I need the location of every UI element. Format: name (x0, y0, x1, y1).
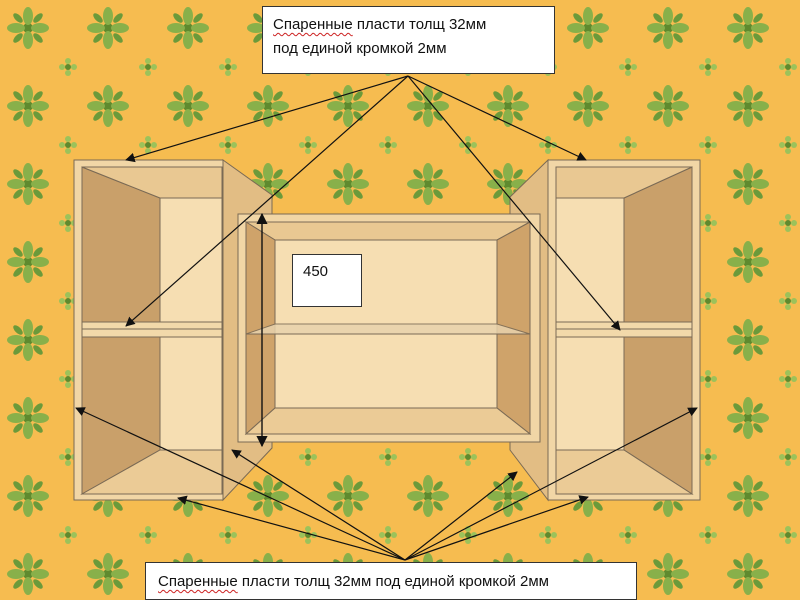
top-callout-word1: Спаренные (273, 16, 353, 33)
center-cabinet (237, 213, 541, 443)
dimension-label: 450 (292, 254, 362, 307)
top-callout-arrows (125, 75, 621, 331)
top-callout: Спаренные пласти толщ 32мм под единой кр… (262, 6, 555, 74)
bottom-callout-word1: Спаренные (158, 573, 238, 590)
bottom-callout-rest: пласти толщ 32мм под единой кромкой 2мм (237, 573, 549, 590)
bottom-callout: Спаренные пласти толщ 32мм под единой кр… (145, 562, 637, 600)
bottom-callout-arrows (75, 407, 698, 561)
top-callout-line1: Спаренные пласти толщ 32мм (273, 13, 544, 37)
top-callout-line1-rest: пласти толщ 32мм (352, 16, 487, 33)
top-callout-line2: под единой кромкой 2мм (273, 40, 447, 57)
